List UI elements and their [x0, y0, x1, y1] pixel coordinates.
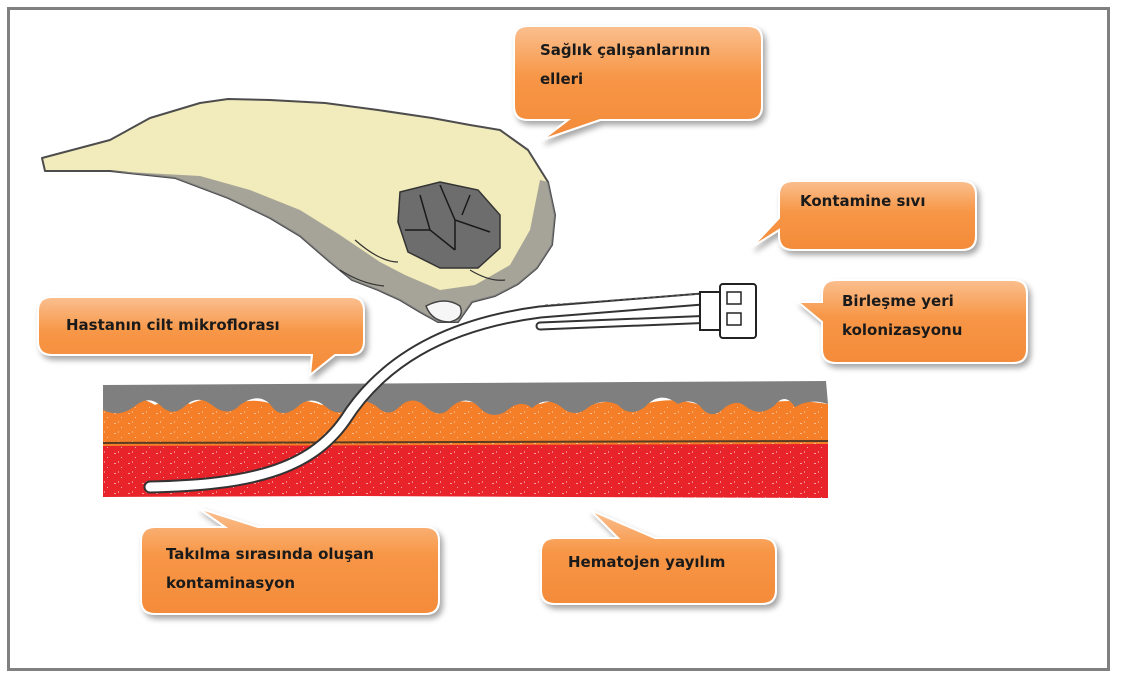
callout-fluid-text: Kontamine sıvı: [800, 187, 925, 216]
callout-hub-line1: Birleşme yeri: [842, 287, 962, 316]
callout-skin-line1: Hastanın cilt mikroflorası: [66, 311, 280, 340]
hand-icon: [42, 99, 555, 322]
connector-icon: [700, 284, 756, 338]
callout-hub-text: Birleşme yeri kolonizasyonu: [842, 287, 962, 345]
callout-fluid-line1: Kontamine sıvı: [800, 187, 925, 216]
callout-hands-line1: Sağlık çalışanlarının: [540, 36, 710, 65]
callout-insertion-line1: Takılma sırasında oluşan: [166, 540, 374, 569]
callout-hub-line2: kolonizasyonu: [842, 316, 962, 345]
callout-insertion-text: Takılma sırasında oluşan kontaminasyon: [166, 540, 374, 598]
callout-hematogenous-text: Hematojen yayılım: [568, 548, 725, 577]
callout-skin-text: Hastanın cilt mikroflorası: [66, 311, 280, 340]
callout-insertion-line2: kontaminasyon: [166, 569, 374, 598]
callout-hematogenous-line1: Hematojen yayılım: [568, 548, 725, 577]
callout-hands-line2: elleri: [540, 65, 710, 94]
callout-hands-text: Sağlık çalışanlarının elleri: [540, 36, 710, 94]
